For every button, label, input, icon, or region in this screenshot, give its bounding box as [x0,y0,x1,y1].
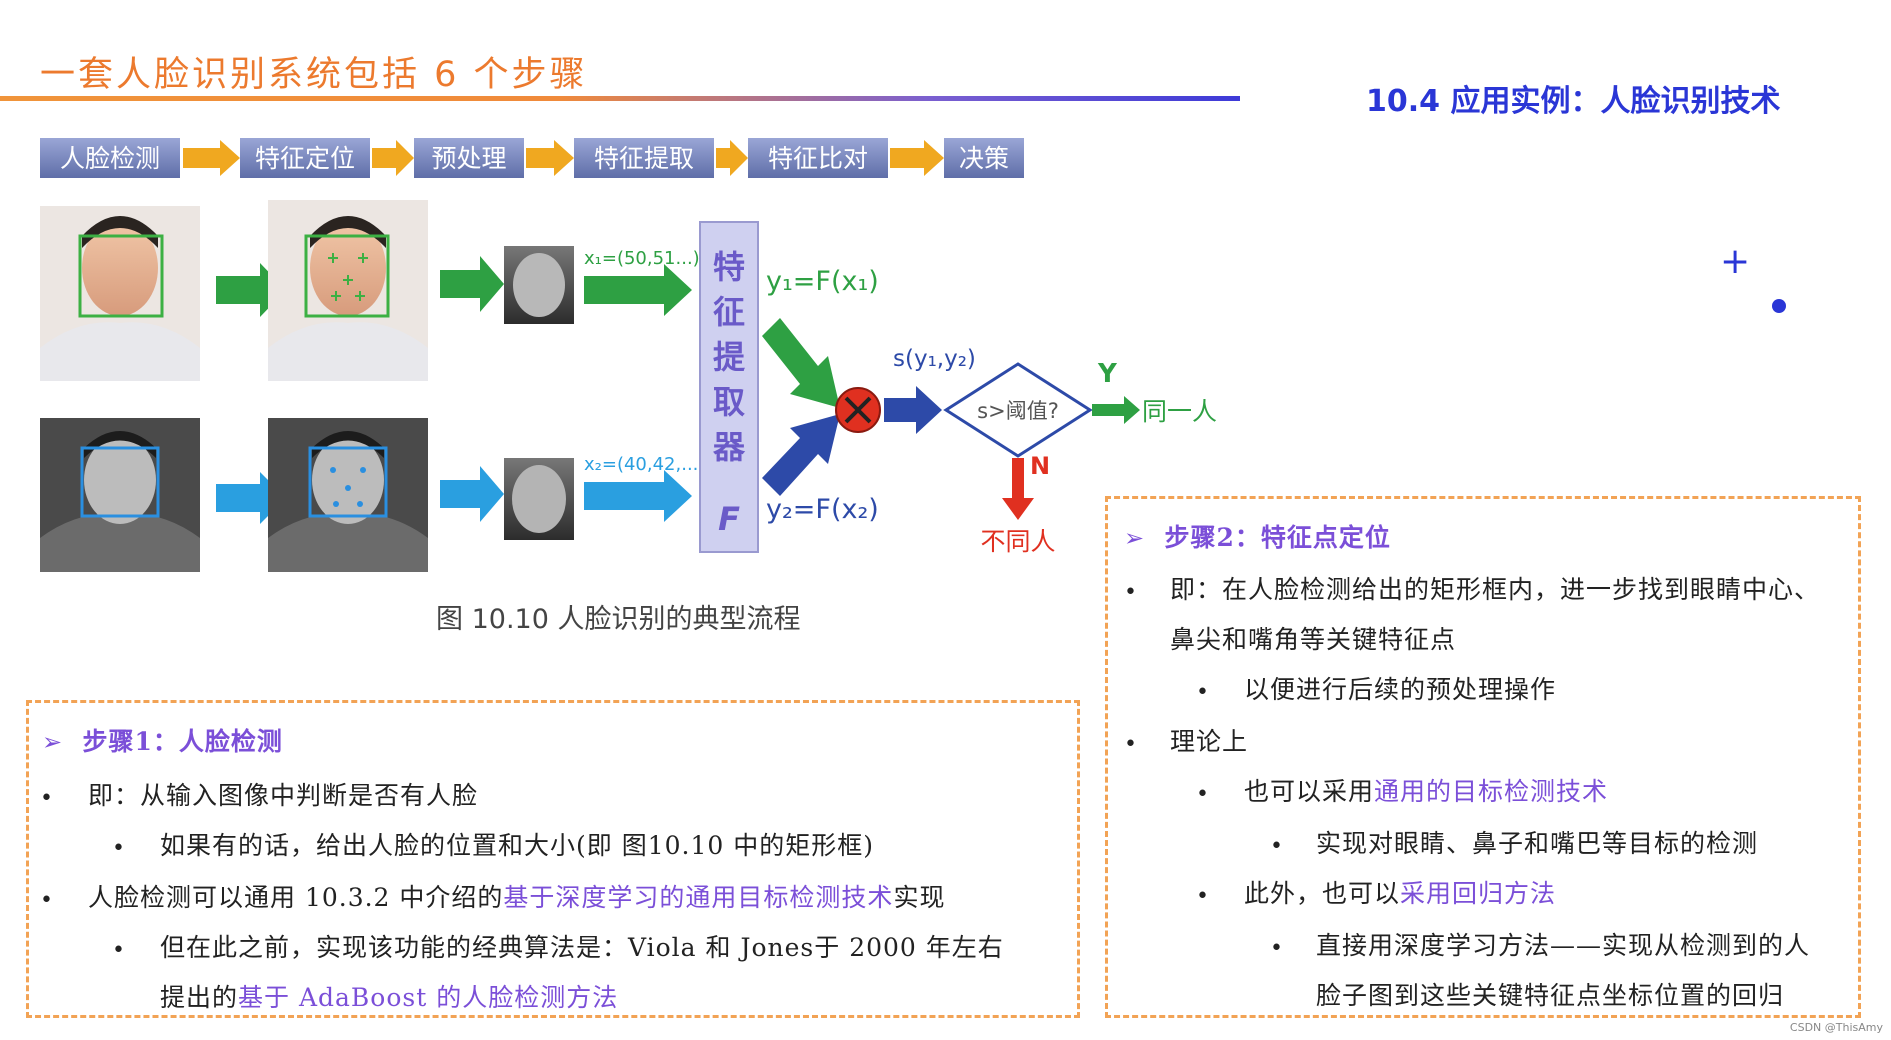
step1-box [26,700,1080,1018]
arrow-bullet-icon: ➢ [1124,524,1146,552]
dot-icon [1772,299,1786,313]
pipeline-step-box [748,138,888,178]
step2-line-8: 直接用深度学习方法——实现从检测到的人 [1316,931,1811,960]
pipeline-step-label: 预处理 [431,144,506,173]
step2-line-1: 即：在人脸检测给出的矩形框内，进一步找到眼睛中心、 [1170,575,1821,604]
step2-heading: ➢ 步骤2：特征点定位 [1124,523,1391,552]
pipeline-arrow [526,140,574,176]
figure-caption: 图 10.10 人脸识别的典型流程 [436,604,800,635]
pipeline-arrow [372,140,414,176]
bullet-icon: • [1270,834,1283,859]
bullet-icon: • [1196,782,1209,807]
pipeline-step-label: 人脸检测 [60,144,160,173]
pipeline-step-label: 决策 [959,144,1009,173]
face-photo-color-1 [40,206,200,381]
step1-line-3: 人脸检测可以通用 10.3.2 中介绍的基于深度学习的通用目标检测技术实现 [88,883,946,912]
bullet-icon: • [40,786,53,811]
step2-line-9: 脸子图到这些关键特征点坐标位置的回归 [1316,981,1785,1010]
step2-line-7: 此外，也可以采用回归方法 [1244,879,1557,908]
bullet-icon: • [112,938,125,963]
pipeline-arrow [183,140,240,176]
face-photo-gray-2 [268,418,428,572]
face-crop-gray-1 [504,246,574,324]
step1-line-5: 提出的基于 AdaBoost 的人脸检测方法 [160,983,619,1012]
step1-line-4: 但在此之前，实现该功能的经典算法是：Viola 和 Jones于 2000 年左… [160,933,1004,962]
feature-extractor-box [699,221,759,553]
bullet-icon: • [1270,936,1283,961]
pipeline-step-box [574,138,714,178]
step2-line-3: 以便进行后续的预处理操作 [1244,675,1557,704]
yes-label: Y [1097,359,1118,389]
step2-box [1105,496,1861,1018]
flow-arrow-navy-diagonal [762,414,840,496]
same-person-label: 同一人 [1142,397,1217,426]
section-tag: 10.4 应用实例：人脸识别技术 [1366,84,1781,119]
output-y1-label: y₁=F(x₁) [766,266,879,297]
output-y2-label: y₂=F(x₂) [766,494,879,525]
step1-line-2: 如果有的话，给出人脸的位置和大小(即 图10.10 中的矩形框) [160,831,874,860]
title-underline [0,96,1240,101]
extractor-char: 取 [713,383,745,421]
slide-title: 一套人脸识别系统包括 6 个步骤 [40,55,588,95]
extractor-char: 征 [713,293,745,331]
vector-x1-label: x₁=(50,51...) [584,248,700,269]
pipeline-step-label: 特征比对 [768,144,868,173]
flow-arrow-green [584,264,692,316]
pipeline-step-box [414,138,524,178]
step1-heading: ➢ 步骤1：人脸检测 [42,727,283,756]
bullet-icon: • [1196,680,1209,705]
bullet-icon: • [40,888,53,913]
step1-line-1: 即：从输入图像中判断是否有人脸 [88,781,479,810]
extractor-char: F [718,500,740,538]
pipeline-step-box [944,138,1024,178]
threshold-label: s>阈值? [977,399,1059,423]
pipeline-step-label: 特征定位 [255,144,355,173]
flow-arrow-blue [440,466,504,522]
decision-diamond [943,362,1093,458]
flow-arrow-navy [884,386,942,434]
bullet-icon: • [1124,580,1137,605]
bullet-icon: • [1196,884,1209,909]
no-label: N [1030,452,1050,480]
similarity-label: s(y₁,y₂) [893,346,976,372]
pipeline-step-label: 特征提取 [594,144,694,173]
flow-arrow-green [440,256,504,312]
bullet-icon: • [112,836,125,861]
flow-arrow-green-diagonal [762,318,840,408]
flow-arrow-blue [584,470,692,522]
step2-line-4: 理论上 [1170,727,1249,756]
extractor-char: 提 [713,338,746,376]
multiply-icon [844,396,872,424]
plus-icon: + [1720,241,1751,282]
step2-line-6: 实现对眼睛、鼻子和嘴巴等目标的检测 [1316,829,1759,858]
step2-line-5: 也可以采用通用的目标检测技术 [1244,777,1609,806]
face-photo-color-2 [268,200,428,381]
pipeline-arrow [716,140,748,176]
pipeline-step-box [240,138,370,178]
pipeline-arrow [890,140,944,176]
extractor-char: 特 [713,248,745,286]
extractor-char: 器 [712,428,746,466]
diff-person-label: 不同人 [980,527,1055,556]
vector-x2-label: x₂=(40,42,...) [584,454,705,475]
pipeline-row: 人脸检测 特征定位 预处理 特征提取 特征比对 决策 [40,138,1024,178]
face-crop-gray-2 [504,458,574,540]
bullet-icon: • [1124,732,1137,757]
watermark: CSDN @ThisAmy [1789,1021,1883,1034]
flow-arrow-red-no [1002,458,1034,520]
step2-line-2: 鼻尖和嘴角等关键特征点 [1170,625,1457,654]
face-photo-gray-1 [40,418,200,572]
flow-arrow-green-yes [1092,396,1140,424]
face-recognition-flow-figure: 人脸检测 特征定位 预处理 特征提取 特征比对 决策 x₁=(50,51...) [40,138,1217,635]
pipeline-step-box [40,138,180,178]
arrow-bullet-icon: ➢ [42,728,64,756]
